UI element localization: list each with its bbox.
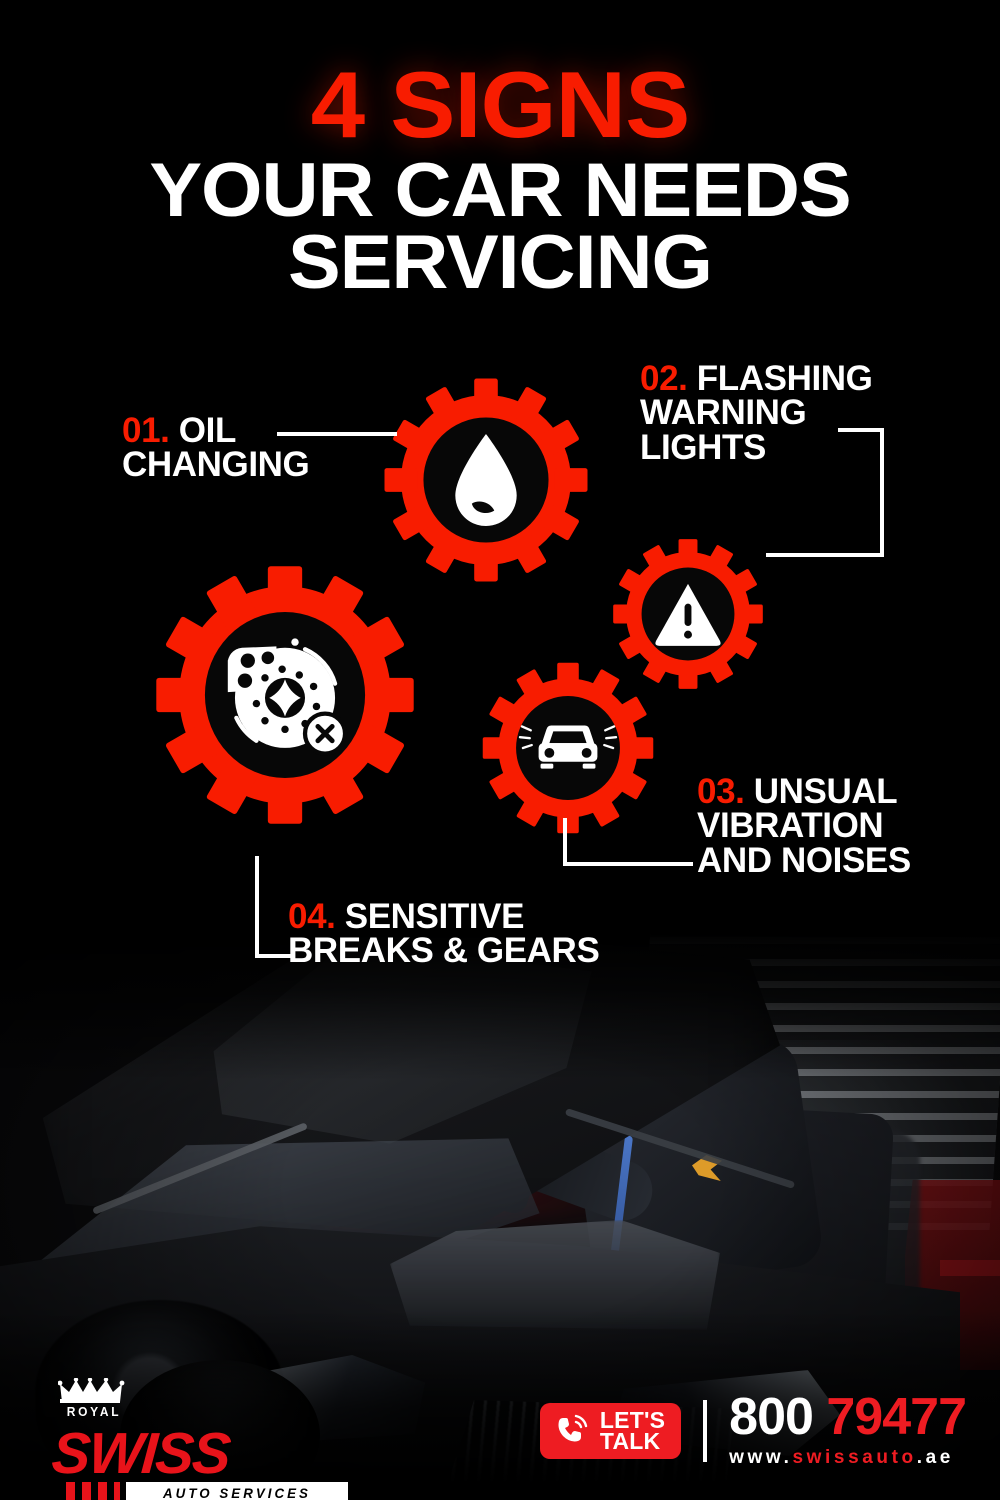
website-url[interactable]: www.swissauto.ae xyxy=(729,1447,954,1469)
company-logo[interactable]: ROYAL SWISS AUTO SERVICES xyxy=(50,1378,352,1500)
warning-triangle-icon xyxy=(655,583,721,646)
headline-line-3: SERVICING xyxy=(287,220,713,306)
callout-02-warning-lights: 02. FLASHING WARNING LIGHTS xyxy=(640,359,873,467)
callout-03-title-1: UNSUAL xyxy=(753,772,898,811)
connector-line-02-vertical xyxy=(880,428,884,557)
callout-02-title-2: WARNING xyxy=(640,393,807,433)
logo-tagline-bar: AUTO SERVICES xyxy=(126,1482,348,1500)
lets-talk-button[interactable]: LET'S TALK xyxy=(539,1403,682,1459)
contact-divider xyxy=(703,1400,708,1462)
connector-line-02-top xyxy=(838,428,884,432)
connector-line-02-bottom xyxy=(766,553,884,557)
logo-tick-marks xyxy=(66,1482,120,1500)
logo-tagline-text: AUTO SERVICES xyxy=(163,1485,311,1500)
phone-prefix: 800 xyxy=(729,1388,814,1447)
connector-line-03-vertical xyxy=(563,818,567,866)
callout-03-title-3: AND NOISES xyxy=(697,840,911,880)
gear-warning-lights xyxy=(602,528,774,700)
crown-icon xyxy=(58,1378,125,1403)
phone-main: 79477 xyxy=(826,1388,967,1447)
callout-02-number: 02. xyxy=(640,359,688,398)
contact-block: LET'S TALK 800 79477 www.swissauto.ae xyxy=(539,1391,967,1470)
callout-03-title-2: VIBRATION xyxy=(697,806,884,846)
callout-04-number: 04. xyxy=(288,897,336,936)
callout-02-title-3: LIGHTS xyxy=(640,427,766,467)
lets-talk-line1: LET'S xyxy=(599,1406,666,1433)
oil-drop-icon xyxy=(455,433,517,527)
headline-block: 4 SIGNS YOUR CAR NEEDS SERVICING xyxy=(0,52,1000,306)
connector-line-03-horizontal xyxy=(563,862,693,866)
gear-vibration-noises xyxy=(470,650,666,846)
connector-line-04-horizontal xyxy=(255,954,293,958)
connector-line-01 xyxy=(277,432,397,436)
callout-04-line1: 04. SENSITIVE xyxy=(288,897,599,936)
website-www: www. xyxy=(729,1446,793,1468)
connector-line-04-vertical xyxy=(255,856,259,958)
gear-cluster xyxy=(142,362,774,850)
callout-03-number: 03. xyxy=(697,772,745,811)
gear-oil-changing xyxy=(368,362,604,598)
callout-01-title-2: CHANGING xyxy=(122,445,310,485)
callout-01-title-1: OIL xyxy=(178,411,237,450)
phone-website-block: 800 79477 www.swissauto.ae xyxy=(729,1391,967,1469)
vibrating-car-icon xyxy=(518,725,618,769)
phone-number[interactable]: 800 79477 xyxy=(729,1391,967,1443)
logo-royal-text: ROYAL xyxy=(66,1404,122,1419)
phone-ringing-icon xyxy=(558,1414,588,1442)
callout-04-brakes-gears: 04. SENSITIVE BREAKS & GEARS xyxy=(288,897,600,971)
bottom-fade-overlay xyxy=(0,1310,1000,1500)
callout-02-line1: 02. FLASHING xyxy=(640,359,873,398)
callout-03-line1: 03. UNSUAL xyxy=(697,772,911,811)
callout-01-line1: 01. OIL xyxy=(122,411,309,450)
callout-01-number: 01. xyxy=(122,411,170,450)
headline-line-2: YOUR CAR NEEDS xyxy=(149,148,851,234)
callout-02-title-1: FLASHING xyxy=(696,359,873,398)
website-name: swissauto xyxy=(792,1446,917,1468)
headline-line-1: 4 SIGNS xyxy=(310,52,691,157)
callout-04-title-1: SENSITIVE xyxy=(344,897,525,936)
top-fade-overlay xyxy=(0,930,1000,1080)
callout-03-vibration-noises: 03. UNSUAL VIBRATION AND NOISES xyxy=(697,772,911,880)
callout-01-oil-changing: 01. OIL CHANGING xyxy=(122,411,310,485)
garage-background-photo xyxy=(0,930,1000,1500)
brake-disc-icon xyxy=(227,638,348,756)
callout-04-title-2: BREAKS & GEARS xyxy=(288,931,600,971)
website-tld: .ae xyxy=(916,1446,954,1468)
lets-talk-line2: TALK xyxy=(599,1428,661,1454)
logo-brand-text: SWISS xyxy=(49,1421,232,1486)
footer-bar: ROYAL SWISS AUTO SERVICES LET'S TALK xyxy=(0,1350,1000,1500)
lets-talk-label: LET'S TALK xyxy=(599,1406,666,1454)
gear-brakes-gears xyxy=(142,540,428,850)
